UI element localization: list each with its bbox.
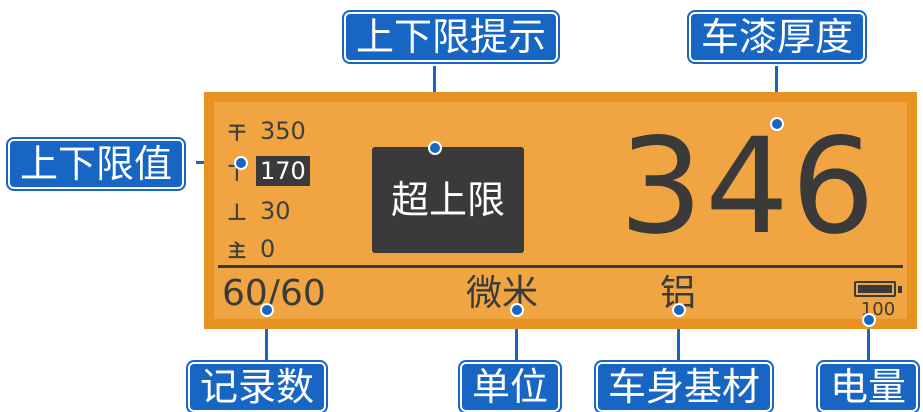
- connector-dot: [672, 303, 686, 317]
- limit-alarm-indicator: 超上限: [372, 147, 524, 253]
- record-count-value: 60/60: [222, 273, 326, 314]
- battery-fill: [858, 285, 892, 293]
- callout-limit-prompt: 上下限提示: [344, 12, 559, 62]
- battery-level: 100: [860, 299, 896, 320]
- unit-value: 微米: [466, 273, 539, 314]
- connector-dot: [260, 303, 274, 317]
- callout-unit: 单位: [460, 362, 561, 412]
- thickness-reading: 346: [619, 110, 877, 264]
- callout-paint-thickness: 车漆厚度: [689, 12, 866, 62]
- callout-body-material: 车身基材: [596, 362, 773, 412]
- upper-limit-value: 170: [256, 156, 310, 186]
- lower-alarm-limit-icon: 主: [228, 241, 246, 262]
- lower-limit-value: 30: [260, 197, 291, 225]
- connector-dot: [862, 313, 876, 327]
- callout-battery: 电量: [818, 362, 919, 412]
- callout-record-count: 记录数: [188, 362, 327, 412]
- connector-dot: [510, 303, 524, 317]
- lower-limit-row: 丄 30: [228, 196, 295, 226]
- upper-alarm-limit-row: 干 350: [228, 116, 310, 146]
- screen-divider: [218, 265, 903, 268]
- connector-dot: [428, 141, 442, 155]
- lower-limit-icon: 丄: [228, 203, 246, 224]
- callout-limit-values: 上下限值: [8, 139, 185, 189]
- connector-dot: [234, 156, 248, 170]
- upper-alarm-limit-value: 350: [260, 117, 306, 145]
- battery-icon: [854, 281, 896, 297]
- lower-alarm-limit-value: 0: [260, 235, 276, 263]
- connector-dot: [770, 117, 784, 131]
- battery-tip: [898, 286, 902, 293]
- upper-alarm-limit-icon: 干: [228, 123, 246, 144]
